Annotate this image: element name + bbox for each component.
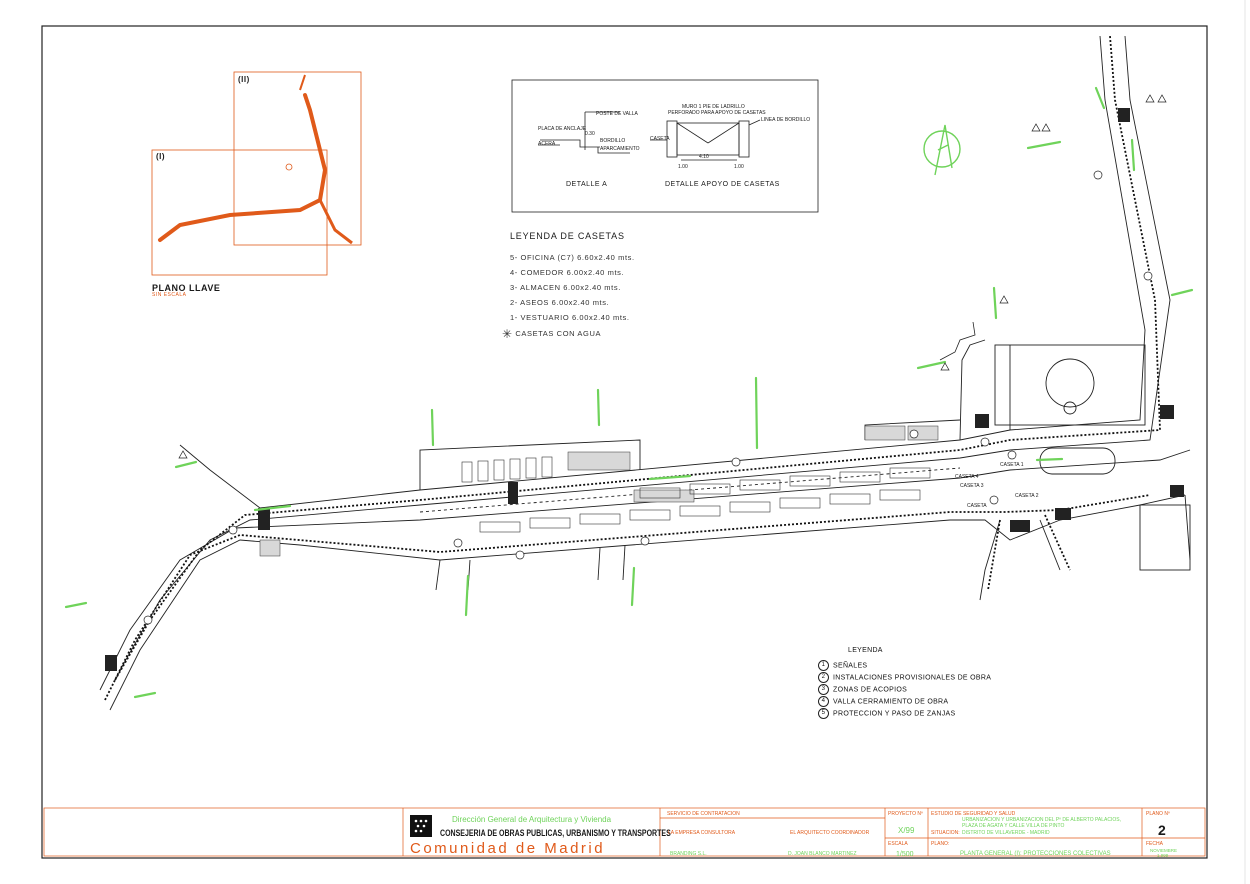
legend-text: VALLA CERRAMIENTO DE OBRA <box>833 698 949 706</box>
sign-triangles <box>178 94 1167 459</box>
casetas-legend-item: 2- ASEOS 6.00x2.40 mts. <box>510 298 610 307</box>
plan-label-caseta-4: CASETA 4 <box>955 474 979 480</box>
north-arrow-icon <box>923 124 961 176</box>
detail-label-acera: ACERA <box>538 141 556 147</box>
tb-empresa: BRANDING S.L. <box>670 851 707 857</box>
legend-number: 2 <box>818 672 829 683</box>
main-legend-item: 1 SEÑALES <box>818 660 867 671</box>
tb-plano-n-label: PLANO Nº <box>1146 811 1170 817</box>
sheet-border <box>41 25 1208 859</box>
key-plan-subtitle: SIN ESCALA <box>152 292 187 298</box>
numbered-markers <box>143 170 1153 625</box>
detail-dim-100b: 1.00 <box>734 164 744 170</box>
tb-proyecto: X/99 <box>898 826 915 835</box>
org-consejeria: CONSEJERIA DE OBRAS PUBLICAS, URBANISMO … <box>440 828 671 838</box>
tb-plano-label: PLANO: <box>931 841 950 847</box>
org-directorate: Dirección General de Arquitectura y Vivi… <box>452 815 612 824</box>
key-plan <box>151 71 362 276</box>
detail-dim-030: 0.30 <box>585 131 595 137</box>
main-legend-title: LEYENDA <box>848 647 883 654</box>
tb-plano-n: 2 <box>1158 822 1166 838</box>
work-fence <box>104 35 1161 701</box>
asterisk-icon: ✳ <box>502 327 513 341</box>
tb-estudio-label: ESTUDIO DE SEGURIDAD Y SALUD <box>931 811 1016 817</box>
casetas-legend-title: LEYENDA DE CASETAS <box>510 231 625 241</box>
main-legend-item: 5 PROTECCION Y PASO DE ZANJAS <box>818 708 955 719</box>
detail-label-bordillo: BORDILLO <box>600 138 626 144</box>
legend-number: 5 <box>818 708 829 719</box>
water-pipe <box>939 321 976 361</box>
casetas-legend-item: 1- VESTUARIO 6.00x2.40 mts. <box>510 313 630 322</box>
legend-text: PROTECCION Y PASO DE ZANJAS <box>833 710 956 718</box>
casetas-legend-item: 3- ALMACEN 6.00x2.40 mts. <box>510 283 621 292</box>
casetas-legend-item: 4- COMEDOR 6.00x2.40 mts. <box>510 268 625 277</box>
detail-label-linea-bordillo: LINEA DE BORDILLO <box>761 117 811 123</box>
main-legend-item: 2 INSTALACIONES PROVISIONALES DE OBRA <box>818 672 991 683</box>
detail-casetas-title: DETALLE APOYO DE CASETAS <box>665 181 780 188</box>
tb-estudio-text1: URBANIZACION Y URBANIZACION DEL Pº DE AL… <box>962 817 1121 823</box>
madrid-logo-icon <box>410 815 432 837</box>
tb-fecha-2: 1.999 <box>1157 853 1169 858</box>
detail-label-perforado: PERFORADO PARA APOYO DE CASETAS <box>668 110 766 116</box>
legend-number: 4 <box>818 696 829 707</box>
key-plan-title: PLANO LLAVE <box>152 283 221 293</box>
main-legend-item: 3 ZONAS DE ACOPIOS <box>818 684 907 695</box>
detail-label-poste: POSTE DE VALLA <box>596 111 638 117</box>
plan-label-caseta: CASETA <box>967 503 987 509</box>
legend-number: 3 <box>818 684 829 695</box>
legend-text: ZONAS DE ACOPIOS <box>833 686 908 694</box>
plan-label-caseta-2: CASETA 2 <box>1015 493 1039 499</box>
legend-text: SEÑALES <box>833 662 868 670</box>
key-plan-zone-1: (I) <box>156 152 166 161</box>
street-name-labels <box>64 86 1194 699</box>
detail-label-muro: MURO 1 PIE DE LADRILLO <box>682 104 745 110</box>
tb-situacion-label: SITUACION: <box>931 830 960 836</box>
plan-label-caseta-5: CASETA 1 <box>1000 462 1024 468</box>
tb-estudio-text2: PLAZA DE AGATA Y CALLE VILLA DE PINTO <box>962 823 1065 829</box>
detail-a-title: DETALLE A <box>566 181 608 188</box>
tb-situacion: DISTRITO DE VILLAVERDE - MADRID <box>962 830 1050 836</box>
legend-number: 1 <box>818 660 829 671</box>
tb-arquitecto-label: EL ARQUITECTO COORDINADOR <box>790 830 870 836</box>
casetas-legend-water: ✳ CASETAS CON AGUA <box>502 327 601 341</box>
detail-label-placa: PLACA DE ANCLAJE <box>538 126 587 132</box>
parking-bays <box>461 456 931 533</box>
tb-empresa-label: LA EMPRESA CONSULTORA <box>668 830 736 836</box>
plan-label-caseta-3: CASETA 3 <box>960 483 984 489</box>
crosswalks <box>105 108 1184 671</box>
tb-escala-label: ESCALA <box>888 841 908 847</box>
legend-text: INSTALACIONES PROVISIONALES DE OBRA <box>833 674 992 682</box>
detail-box <box>511 79 819 213</box>
org-comunidad: Comunidad de Madrid <box>410 840 606 857</box>
casetas-legend-item: 5- OFICINA (C7) 6.60x2.40 mts. <box>510 253 635 262</box>
casetas-legend-water-label: CASETAS CON AGUA <box>515 329 602 338</box>
tb-fecha-label: FECHA <box>1146 841 1163 847</box>
detail-label-aparcamiento: APARCAMIENTO <box>600 146 640 152</box>
tb-servicio: SERVICIO DE CONTRATACION <box>667 811 740 817</box>
street-plan <box>99 35 1191 711</box>
detail-label-caseta: CASETA <box>650 136 670 142</box>
detail-dim-410: 4.10 <box>699 154 709 160</box>
tb-escala: 1/500 <box>896 851 914 858</box>
key-plan-zone-2: (II) <box>238 75 250 84</box>
title-block-lines <box>43 807 1206 857</box>
tb-arquitecto: D. JOAN BLANCO MARTINEZ <box>788 851 857 857</box>
tb-proyecto-label: PROYECTO Nº <box>888 811 923 817</box>
main-legend-item: 4 VALLA CERRAMIENTO DE OBRA <box>818 696 948 707</box>
tb-plano: PLANTA GENERAL (I): PROTECCIONES COLECTI… <box>960 851 1111 857</box>
detail-dim-100a: 1.00 <box>678 164 688 170</box>
storage-zones <box>259 425 939 557</box>
tb-fecha-1: NOVIEMBRE <box>1150 848 1178 853</box>
